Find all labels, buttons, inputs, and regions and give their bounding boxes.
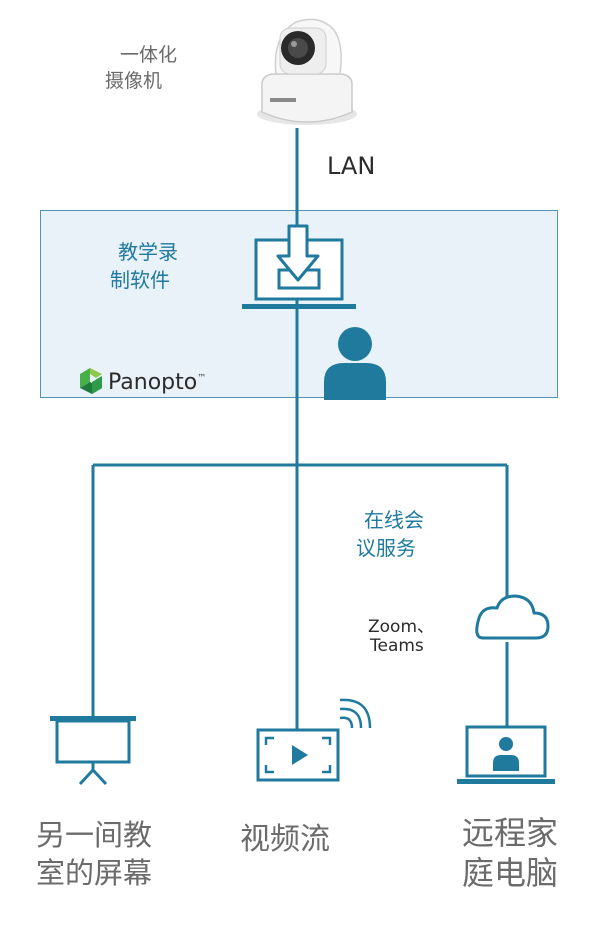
projector-screen-icon bbox=[50, 716, 136, 786]
classroom-screen-label-line1: 另一间教 bbox=[36, 818, 153, 852]
panopto-logo-icon bbox=[80, 368, 102, 394]
cloud-icon bbox=[475, 594, 550, 640]
camera-icon bbox=[257, 18, 357, 125]
remote-laptop-icon bbox=[457, 725, 555, 784]
conference-apps-line2: Teams bbox=[370, 636, 424, 656]
person-icon bbox=[324, 327, 386, 400]
panopto-brand-name: Panopto™ bbox=[108, 370, 206, 395]
remote-pc-label-line1: 远程家 bbox=[462, 814, 559, 852]
panopto-trademark: ™ bbox=[197, 373, 207, 384]
remote-pc-label-line2: 庭电脑 bbox=[462, 854, 559, 892]
laptop-download-icon bbox=[242, 224, 356, 309]
video-stream-icon bbox=[256, 728, 340, 782]
software-label-line2: 制软件 bbox=[110, 268, 170, 292]
panopto-wordmark: Panopto bbox=[108, 370, 198, 395]
video-stream-label: 视频流 bbox=[240, 822, 330, 857]
camera-label-line2: 摄像机 bbox=[105, 70, 163, 92]
conference-apps-line1: Zoom、 bbox=[368, 617, 435, 637]
classroom-screen-label-line2: 室的屏幕 bbox=[36, 856, 153, 890]
lan-label: LAN bbox=[327, 152, 376, 180]
software-label-line1: 教学录 bbox=[118, 240, 178, 264]
camera-label-line1: 一体化 bbox=[120, 44, 178, 66]
wifi-signal-icon bbox=[339, 698, 372, 729]
conference-label-line2: 议服务 bbox=[356, 536, 416, 560]
conference-label-line1: 在线会 bbox=[364, 508, 424, 532]
